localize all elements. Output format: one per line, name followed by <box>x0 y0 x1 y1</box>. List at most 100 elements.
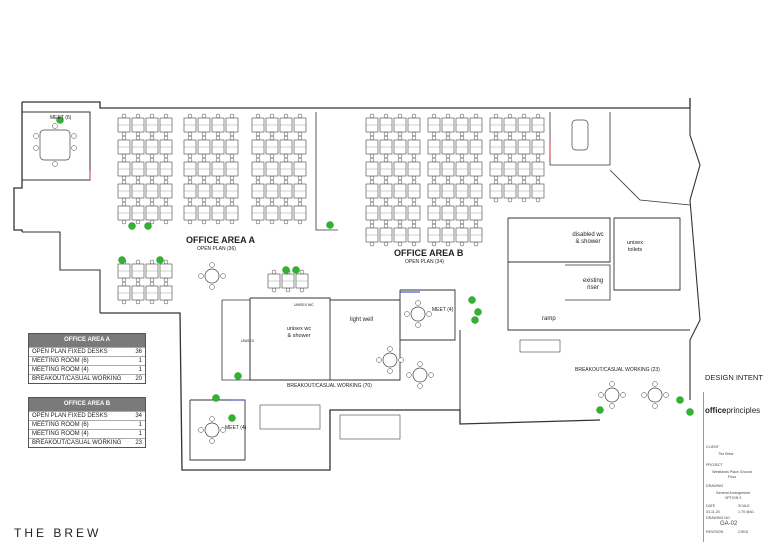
chair <box>535 197 541 203</box>
chair <box>297 219 303 225</box>
chair <box>255 197 261 203</box>
chair <box>411 113 417 119</box>
desk-cluster-a3 <box>251 113 307 225</box>
round-table <box>412 367 428 383</box>
chair <box>121 197 127 203</box>
chair <box>415 322 421 328</box>
chair <box>209 262 215 268</box>
chair <box>383 179 389 185</box>
row-value: 1 <box>138 422 142 428</box>
desk-cluster-b3 <box>489 113 545 203</box>
chair <box>33 145 39 151</box>
row-value: 36 <box>135 349 142 355</box>
chair <box>383 241 389 247</box>
chair <box>135 175 141 181</box>
chair <box>417 361 423 367</box>
chair <box>383 197 389 203</box>
chair <box>473 241 479 247</box>
chair <box>431 157 437 163</box>
scale-label: SCALE <box>738 504 750 508</box>
chair <box>411 153 417 159</box>
chair <box>215 201 221 207</box>
chair <box>220 273 226 279</box>
chair <box>459 179 465 185</box>
chair <box>135 113 141 119</box>
chair <box>397 135 403 141</box>
chair <box>149 113 155 119</box>
meet-6-label: MEET (6) <box>50 115 72 121</box>
chair <box>431 223 437 229</box>
chair <box>652 403 658 409</box>
chair <box>149 201 155 207</box>
chair <box>135 135 141 141</box>
chair <box>283 131 289 137</box>
checked-label: CHKD <box>738 530 749 534</box>
chair <box>135 201 141 207</box>
chair <box>201 179 207 185</box>
chair <box>431 131 437 137</box>
chair <box>473 197 479 203</box>
chair <box>445 113 451 119</box>
chair <box>121 201 127 207</box>
date-label: DATE <box>706 504 716 508</box>
chair <box>609 381 615 387</box>
chair <box>269 131 275 137</box>
chair <box>521 135 527 141</box>
chair <box>493 157 499 163</box>
meet-4-center-label: MEET (4) <box>432 307 454 313</box>
chair <box>135 197 141 203</box>
chair <box>121 157 127 163</box>
chair <box>493 197 499 203</box>
chair <box>215 179 221 185</box>
chair <box>426 311 432 317</box>
chair <box>135 153 141 159</box>
chair <box>521 175 527 181</box>
plant <box>686 408 694 416</box>
chair <box>473 223 479 229</box>
corridor-wall <box>609 169 691 206</box>
plant <box>118 256 126 264</box>
chair <box>255 179 261 185</box>
chair <box>397 131 403 137</box>
chair <box>149 153 155 159</box>
chair <box>163 197 169 203</box>
chair <box>297 201 303 207</box>
plant <box>468 296 476 304</box>
chair <box>163 201 169 207</box>
chair <box>33 133 39 139</box>
row-label: MEETING ROOM (4) <box>32 431 89 437</box>
client-label: CLIENT <box>706 445 719 449</box>
open-plan-a-label: OPEN PLAN (36) <box>197 246 236 252</box>
chair <box>535 179 541 185</box>
project-label: PROJECT <box>706 463 723 467</box>
chair <box>121 299 127 305</box>
open-plan-b-label: OPEN PLAN (34) <box>405 259 444 265</box>
desk-cluster-a5 <box>267 269 309 293</box>
chair <box>431 175 437 181</box>
outer-wall-right <box>689 98 701 400</box>
chair <box>255 135 261 141</box>
chair <box>229 175 235 181</box>
chair <box>163 299 169 305</box>
chair <box>521 153 527 159</box>
chair <box>201 131 207 137</box>
chair <box>71 133 77 139</box>
chair <box>473 219 479 225</box>
chair <box>507 179 513 185</box>
chair <box>255 157 261 163</box>
ramp-label: ramp <box>542 316 556 322</box>
chair <box>473 135 479 141</box>
chair <box>149 175 155 181</box>
chair <box>521 113 527 119</box>
chair <box>283 179 289 185</box>
chair <box>201 175 207 181</box>
chair <box>459 157 465 163</box>
chair <box>369 153 375 159</box>
chair <box>201 201 207 207</box>
chair <box>369 241 375 247</box>
chair <box>283 153 289 159</box>
chair <box>411 179 417 185</box>
chair <box>521 197 527 203</box>
